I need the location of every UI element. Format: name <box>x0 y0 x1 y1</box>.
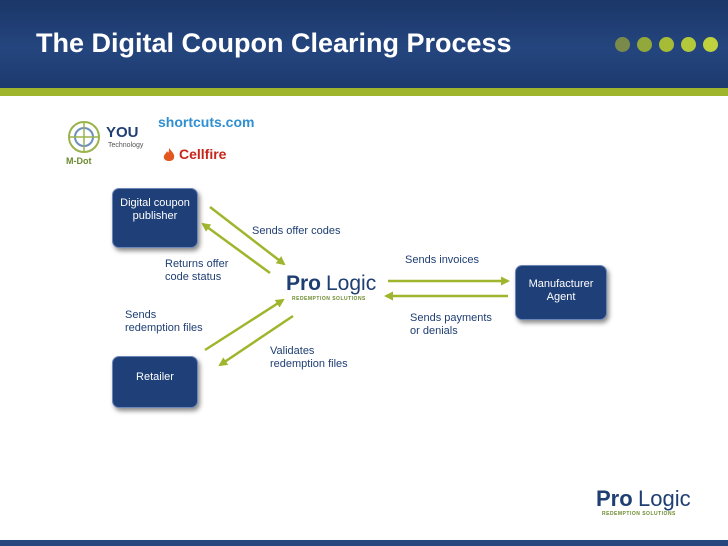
node-retailer: Retailer <box>112 356 198 408</box>
arrow-offer-codes <box>209 206 286 266</box>
dot-icon <box>703 37 718 52</box>
prologic-tagline: REDEMPTION SOLUTIONS <box>292 296 366 302</box>
cellfire-label: Cellfire <box>179 146 227 162</box>
arrow-validates-files <box>218 314 294 367</box>
node-publisher-label: Digital coupon publisher <box>120 197 190 222</box>
mdot-globe-icon <box>68 121 100 153</box>
prologic-footer-pro: Pro <box>596 486 633 511</box>
prologic-pro: Pro <box>286 272 322 295</box>
node-manufacturer-label: Manufacturer Agent <box>528 278 594 303</box>
node-retailer-label: Retailer <box>136 371 174 383</box>
label-sends-redemption: Sends redemption files <box>125 309 203 334</box>
arrow-offer-status <box>201 222 271 275</box>
you-tech-logo: YOU Technology <box>106 124 154 164</box>
label-sends-offer-codes: Sends offer codes <box>252 225 341 237</box>
prologic-footer-logo: Pro Logic REDEMPTION SOLUTIONS <box>596 486 704 522</box>
publisher-logos: M-Dot YOU Technology shortcuts.com Cellf… <box>60 112 254 184</box>
node-manufacturer: Manufacturer Agent <box>515 265 607 320</box>
dot-icon <box>681 37 696 52</box>
page-title: The Digital Coupon Clearing Process <box>36 28 512 58</box>
mdot-label: M-Dot <box>66 156 92 166</box>
label-validates-redemption: Validates redemption files <box>270 345 348 370</box>
flame-icon <box>163 148 175 161</box>
dot-icon <box>615 37 630 52</box>
dot-icon <box>637 37 652 52</box>
label-sends-invoices: Sends invoices <box>405 254 479 266</box>
prologic-center-logo: Pro Logic REDEMPTION SOLUTIONS <box>286 272 386 306</box>
accent-bar <box>0 88 728 96</box>
footer-bar <box>0 540 728 546</box>
prologic-logic: Logic <box>326 272 377 295</box>
label-sends-payments: Sends payments or denials <box>410 312 492 337</box>
cellfire-logo: Cellfire <box>162 146 248 168</box>
prologic-footer-logic: Logic <box>638 486 691 511</box>
prologic-footer-tagline: REDEMPTION SOLUTIONS <box>602 511 676 517</box>
dot-icon <box>659 37 674 52</box>
you-tech-label: YOU <box>106 124 139 141</box>
you-tech-sub: Technology <box>108 142 144 149</box>
shortcuts-label: shortcuts.com <box>158 114 255 130</box>
arrow-redemption-files <box>204 298 285 352</box>
shortcuts-logo: shortcuts.com <box>158 114 254 138</box>
node-publisher: Digital coupon publisher <box>112 188 198 248</box>
title-bar: The Digital Coupon Clearing Process <box>0 0 728 88</box>
label-returns-offer-status: Returns offer code status <box>165 258 229 283</box>
mdot-logo: M-Dot <box>64 120 104 170</box>
